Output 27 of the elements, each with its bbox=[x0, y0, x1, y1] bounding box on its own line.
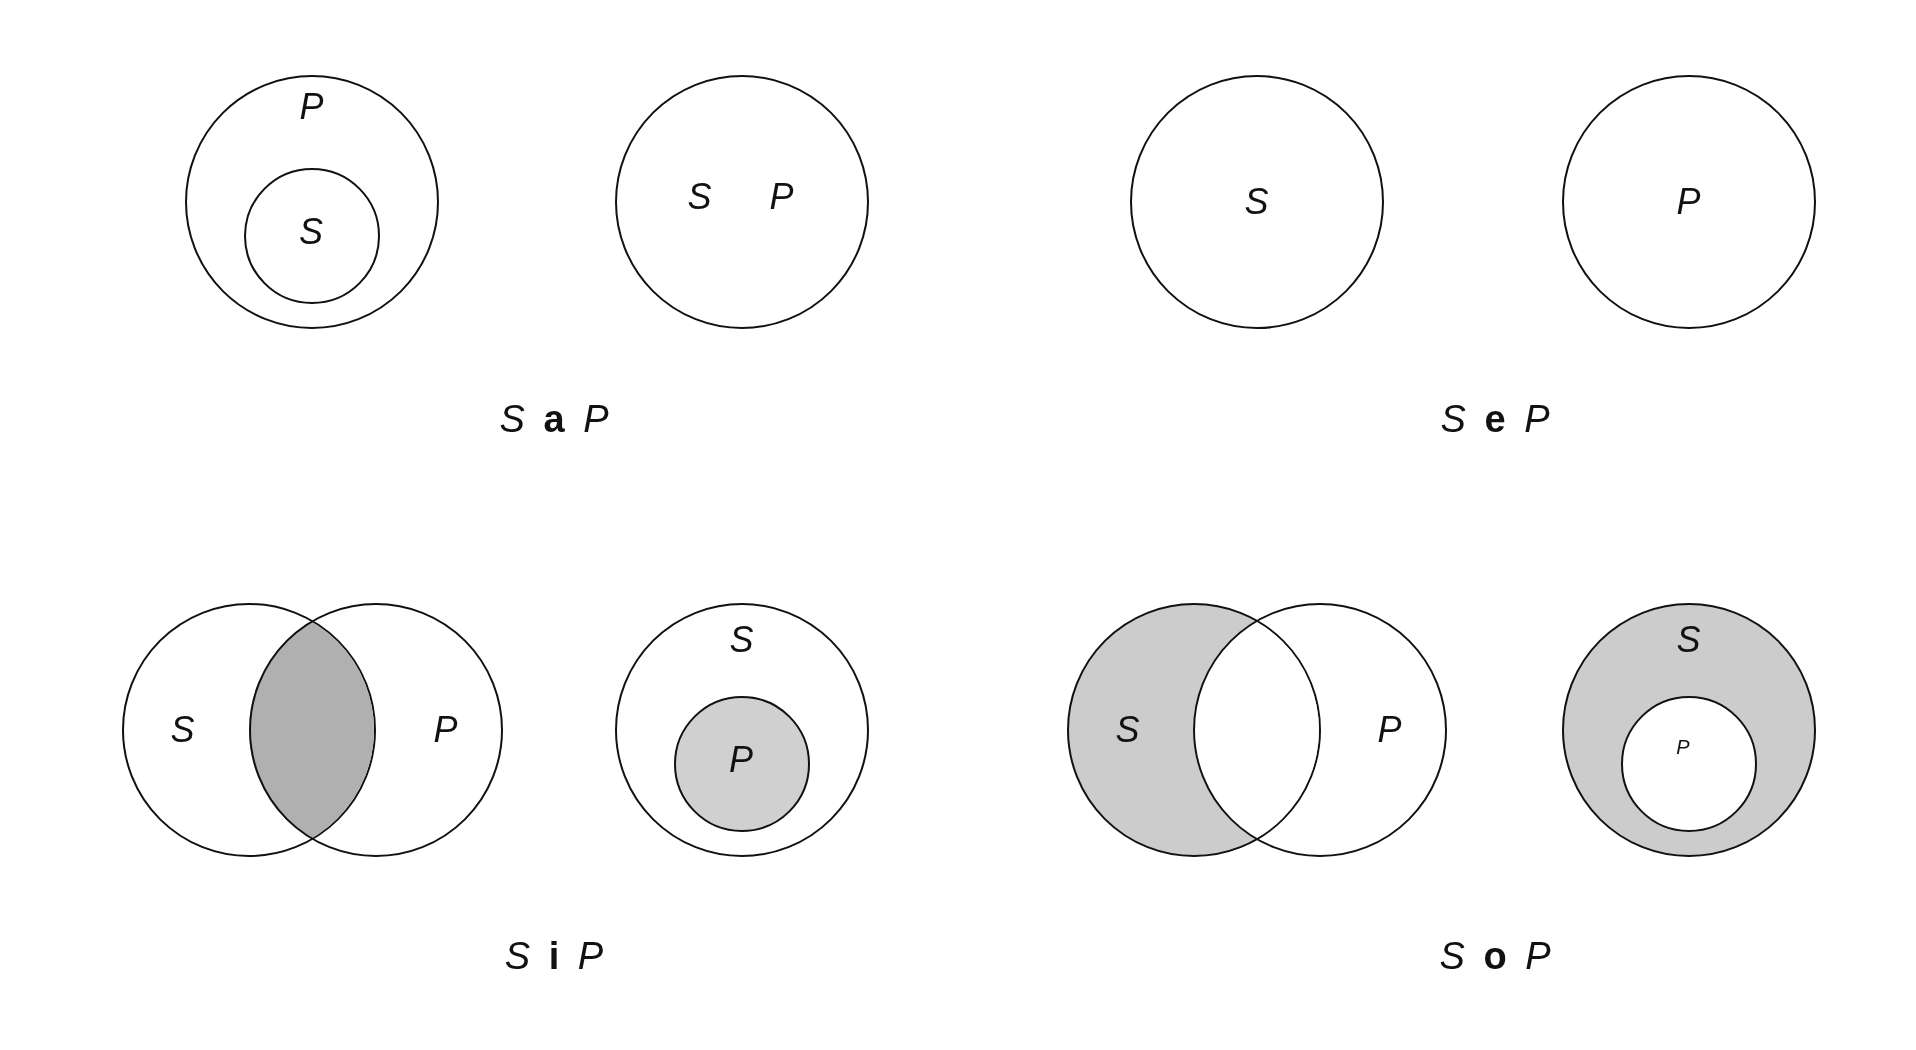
set-label: P bbox=[1377, 711, 1402, 748]
set-label: S bbox=[687, 178, 712, 215]
set-circle bbox=[1562, 75, 1816, 329]
set-label: S bbox=[299, 214, 323, 250]
set-circle bbox=[615, 75, 869, 329]
set-label: P bbox=[1676, 183, 1701, 220]
proposition-label: S o P bbox=[1439, 934, 1555, 978]
set-label: P bbox=[433, 711, 458, 748]
set-circle bbox=[615, 603, 869, 857]
set-label: S bbox=[729, 621, 754, 658]
set-circle bbox=[249, 603, 503, 857]
proposition-label: S a P bbox=[499, 397, 613, 441]
set-circle bbox=[185, 75, 439, 329]
set-label: S bbox=[1676, 621, 1701, 658]
set-circle bbox=[1193, 603, 1447, 857]
set-label: P bbox=[1676, 737, 1690, 757]
set-circle bbox=[122, 603, 376, 857]
set-label: S bbox=[1244, 183, 1269, 220]
proposition-label: S i P bbox=[504, 934, 608, 978]
set-label: S bbox=[1115, 711, 1140, 748]
set-label: P bbox=[769, 178, 794, 215]
set-circle bbox=[1130, 75, 1384, 329]
set-circle bbox=[243, 167, 380, 304]
set-label: P bbox=[729, 742, 753, 778]
set-label: S bbox=[170, 711, 195, 748]
set-label: P bbox=[299, 88, 324, 125]
proposition-label: S e P bbox=[1440, 397, 1554, 441]
